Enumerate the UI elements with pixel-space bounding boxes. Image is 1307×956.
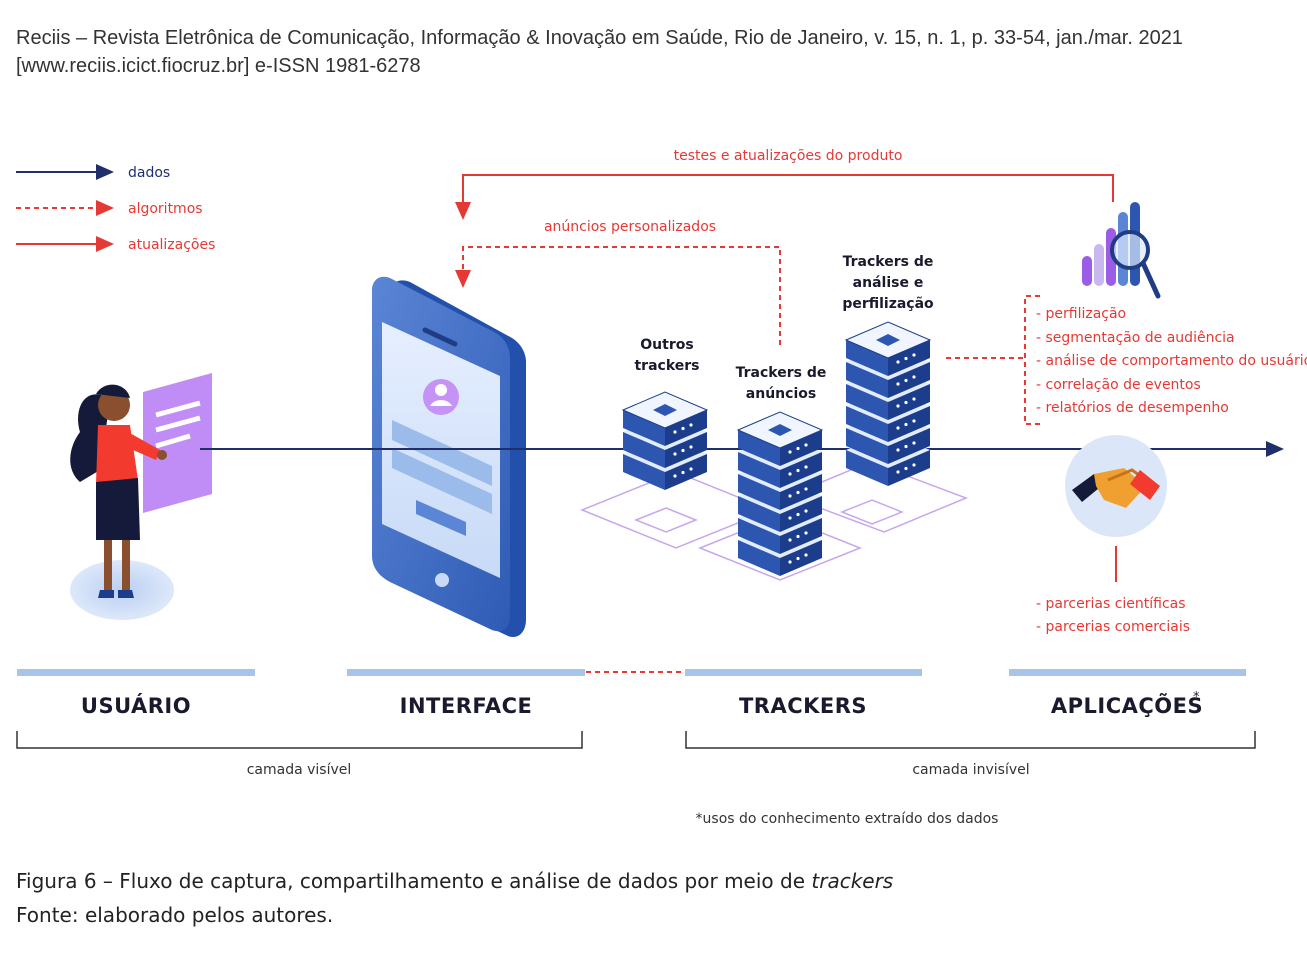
- app-item-segmentacao: - segmentação de audiência: [1036, 330, 1235, 346]
- phone-home-button: [435, 573, 449, 587]
- category-interface: INTERFACE: [400, 694, 533, 718]
- user-illustration: [70, 373, 212, 620]
- figure-caption: Figura 6 – Fluxo de captura, compartilha…: [16, 864, 893, 932]
- legend-algoritmos-label: algoritmos: [128, 201, 203, 217]
- caption-title-text: Figura 6 – Fluxo de captura, compartilha…: [16, 869, 812, 893]
- phone-illustration: [372, 276, 526, 638]
- caption-title: Figura 6 – Fluxo de captura, compartilha…: [16, 864, 893, 898]
- handshake-icon: [1065, 435, 1167, 537]
- server-trackers-anuncios: [737, 411, 823, 576]
- legend-atualizacoes-label: atualizações: [128, 237, 215, 253]
- app-item-perfilizacao: - perfilização: [1036, 306, 1126, 322]
- caption-title-italic: trackers: [811, 869, 894, 893]
- category-aplicacoes: APLICAÇÕES: [1051, 693, 1203, 718]
- server-trackers-analise: [845, 321, 931, 486]
- label-analise-line3: perfilização: [842, 296, 934, 312]
- bracket-visible-layer: [16, 731, 583, 749]
- app-item-relatorios: - relatórios de desempenho: [1036, 400, 1229, 416]
- personalized-ads-label: anúncios personalizados: [544, 219, 716, 235]
- product-updates-arrow: [455, 174, 1114, 220]
- footnote: *usos do conhecimento extraído dos dados: [696, 811, 999, 827]
- category-trackers: TRACKERS: [739, 694, 867, 718]
- app-item-correlacao: - correlação de eventos: [1036, 377, 1201, 393]
- category-usuario: USUÁRIO: [81, 693, 191, 718]
- server-outros-trackers: [622, 391, 708, 490]
- label-outros-line2: trackers: [634, 358, 699, 374]
- layer-invisivel: camada invisível: [912, 762, 1029, 778]
- bar-usuario: [17, 669, 255, 676]
- analytics-chart-icon: [1082, 202, 1161, 299]
- legend: dados algoritmos atualizações: [16, 164, 215, 253]
- bar-trackers: [685, 669, 922, 676]
- category-aplicacoes-mark: *: [1193, 690, 1200, 705]
- journal-header: Reciis – Revista Eletrônica de Comunicaç…: [16, 24, 1183, 80]
- label-anuncios-line1: Trackers de: [736, 365, 827, 381]
- bracket-invisible-layer: [685, 731, 1256, 749]
- label-anuncios-line2: anúncios: [746, 386, 816, 402]
- product-updates-label: testes e atualizações do produto: [674, 148, 903, 164]
- partner-cientificas: - parcerias científicas: [1036, 596, 1186, 612]
- journal-citation: Reciis – Revista Eletrônica de Comunicaç…: [16, 27, 1183, 49]
- app-item-analise-comportamento: - análise de comportamento do usuário: [1036, 353, 1307, 369]
- legend-dados-label: dados: [128, 165, 170, 181]
- label-analise-line2: análise e: [853, 275, 924, 291]
- label-analise-line1: Trackers de: [843, 254, 934, 270]
- caption-source: Fonte: elaborado pelos autores.: [16, 903, 334, 927]
- personalized-ads-arrow: [455, 246, 781, 345]
- bar-interface: [347, 669, 585, 676]
- partner-comerciais: - parcerias comerciais: [1036, 619, 1190, 635]
- layer-visivel: camada visível: [247, 762, 352, 778]
- user-card: [143, 373, 212, 513]
- journal-url-issn: [www.reciis.icict.fiocruz.br] e-ISSN 198…: [16, 55, 421, 77]
- bar-aplicacoes: [1009, 669, 1246, 676]
- label-outros-line1: Outros: [640, 337, 693, 353]
